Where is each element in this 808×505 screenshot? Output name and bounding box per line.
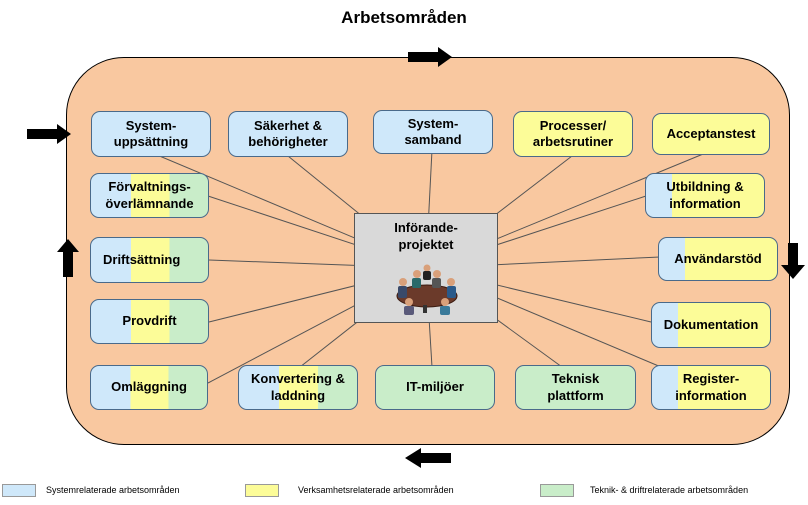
legend-swatch-system bbox=[2, 484, 36, 497]
center-label-line2: projektet bbox=[398, 236, 454, 252]
box-systemuppsattning: System-uppsättning bbox=[91, 111, 211, 157]
box-provdrift: Provdrift bbox=[90, 299, 209, 344]
center-label-line1: Införande- bbox=[394, 220, 458, 235]
box-processer-arbetsrutiner: Processer/arbetsrutiner bbox=[513, 111, 633, 157]
arrow-down-icon bbox=[781, 243, 805, 279]
box-acceptanstest: Acceptanstest bbox=[652, 113, 770, 155]
box-sakerhet-behorigheter: Säkerhet &behörigheter bbox=[228, 111, 348, 157]
box-anvandarstod: Användarstöd bbox=[658, 237, 778, 281]
box-it-miljoer: IT-miljöer bbox=[375, 365, 495, 410]
box-konvertering-laddning: Konvertering &laddning bbox=[238, 365, 358, 410]
legend-label-system: Systemrelaterade arbetsområden bbox=[46, 485, 180, 495]
arrow-right-icon bbox=[408, 47, 452, 67]
meeting-table-icon bbox=[396, 264, 458, 315]
diagram-title: Arbetsområden bbox=[341, 8, 467, 27]
arrow-right-icon bbox=[27, 124, 71, 144]
arrow-left-icon bbox=[405, 448, 451, 468]
legend-label-verksamhet: Verksamhetsrelaterade arbetsområden bbox=[298, 485, 454, 495]
box-forvaltningsoverlamnande: Förvaltnings-överlämnande bbox=[90, 173, 209, 218]
box-driftsattning: Driftsättning bbox=[90, 237, 209, 283]
box-registerinformation: Register-information bbox=[651, 365, 771, 410]
legend-label-teknik: Teknik- & driftrelaterade arbetsområden bbox=[590, 485, 749, 495]
box-dokumentation: Dokumentation bbox=[651, 302, 771, 348]
legend-swatch-verksamhet bbox=[245, 484, 279, 497]
arrow-up-icon bbox=[57, 239, 79, 277]
box-systemsamband: System-samband bbox=[373, 110, 493, 154]
center-project-box: Införande- projektet bbox=[354, 213, 498, 323]
box-omlaggning: Omläggning bbox=[90, 365, 208, 410]
legend-swatch-teknik bbox=[540, 484, 574, 497]
box-utbildning-information: Utbildning &information bbox=[645, 173, 765, 218]
